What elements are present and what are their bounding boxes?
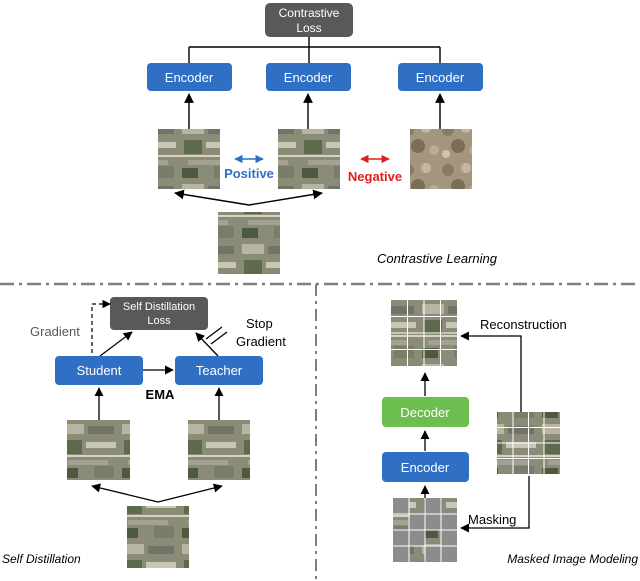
masking-arrow [460,476,530,533]
teacher-to-loss-arrow [195,326,228,357]
ema-label: EMA [146,387,176,402]
reconstruction-arrow [460,331,522,412]
decoder-label: Decoder [400,405,450,420]
reconstructed-image [391,300,457,366]
student-label: Student [77,363,122,378]
negative-pair: Negative [348,154,402,184]
stop-label: Stop [246,316,273,331]
gradient-path [91,299,133,357]
positive-label: Positive [224,166,274,181]
aerial-image-source-top [218,212,280,274]
gradient-label: Gradient [30,324,80,339]
masked-image [393,498,457,562]
self-distillation-title: Self Distillation [2,552,81,566]
original-grid-image [497,412,560,474]
loss-to-encoder-connectors [188,37,441,63]
augmentation-arrows-sd [91,483,223,503]
reconstruction-label: Reconstruction [480,317,567,332]
student-box: Student [55,356,143,385]
sd-aerial-view-1 [67,420,130,480]
negative-label: Negative [348,169,402,184]
contrastive-loss-label-line1: Contrastive [279,6,340,20]
positive-pair: Positive [224,154,274,181]
augmentation-arrows-top [174,189,323,206]
encoder-box-3: Encoder [398,63,483,91]
encoder-box-2: Encoder [266,63,351,91]
masking-label: Masking [468,512,516,527]
encoder-label-1: Encoder [165,70,214,85]
rock-image-negative [410,129,472,189]
encoder-box-1: Encoder [147,63,232,91]
contrastive-learning-title: Contrastive Learning [377,251,498,266]
aerial-image-view-1 [158,129,220,189]
decoder-box: Decoder [382,397,469,427]
encoder-label-3: Encoder [416,70,465,85]
aerial-image-view-2 [278,129,340,189]
encoder-label-2: Encoder [284,70,333,85]
self-distillation-loss-box: Self Distillation Loss [110,297,208,330]
sd-loss-label-line2: Loss [147,315,171,327]
sd-aerial-image-source [127,506,189,568]
sd-image-to-model-arrows [94,387,224,420]
mim-encoder-box: Encoder [382,452,469,482]
image-to-encoder-arrows [184,93,445,129]
teacher-box: Teacher [175,356,263,385]
contrastive-loss-box: Contrastive Loss [265,3,353,37]
teacher-label: Teacher [196,363,243,378]
mim-encoder-label: Encoder [401,460,450,475]
masked-image-modeling-title: Masked Image Modeling [507,552,638,566]
stop-gradient-label: Gradient [236,334,286,349]
sd-loss-label-line1: Self Distillation [123,301,195,313]
contrastive-loss-label-line2: Loss [296,21,321,35]
sd-aerial-view-2 [188,420,250,480]
